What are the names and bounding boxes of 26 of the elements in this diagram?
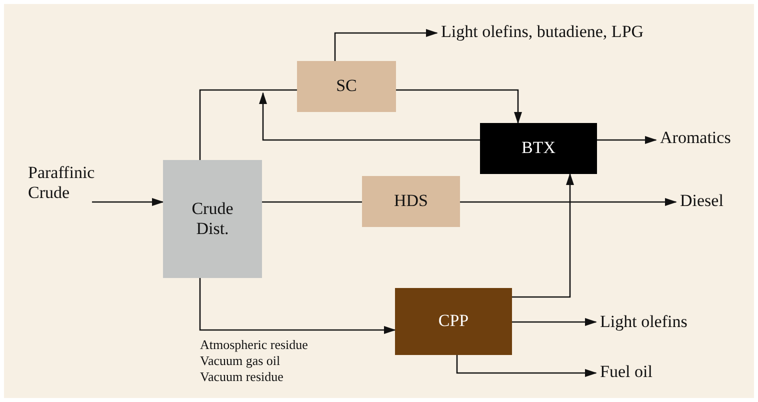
- stream-note: Atmospheric residue: [200, 338, 308, 353]
- arrow: [597, 136, 657, 144]
- process-box: SC: [297, 61, 396, 112]
- arrow: [92, 198, 164, 206]
- stream-note: Vacuum residue: [200, 370, 284, 385]
- connector-line: [262, 201, 362, 203]
- stream-label: Fuel oil: [600, 362, 652, 382]
- arrow: [460, 198, 677, 206]
- arrow: [396, 89, 522, 124]
- arrow: [334, 29, 438, 61]
- arrow: [512, 318, 597, 326]
- stream-label: Diesel: [680, 191, 724, 212]
- process-box: CPP: [395, 288, 512, 355]
- process-box: BTX: [480, 123, 597, 174]
- arrow: [259, 92, 480, 141]
- stream-label: Aromatics: [660, 128, 731, 148]
- process-box: Crude Dist.: [163, 160, 262, 278]
- arrow: [512, 173, 574, 298]
- stream-note: Vacuum gas oil: [200, 354, 280, 369]
- arrow: [199, 278, 396, 334]
- stream-label: Paraffinic Crude: [28, 163, 92, 204]
- stream-label: Light olefins, butadiene, LPG: [441, 22, 644, 42]
- stream-label: Light olefins: [600, 312, 688, 332]
- connector-line: [199, 89, 297, 160]
- arrow: [456, 355, 597, 377]
- process-box: HDS: [362, 176, 460, 227]
